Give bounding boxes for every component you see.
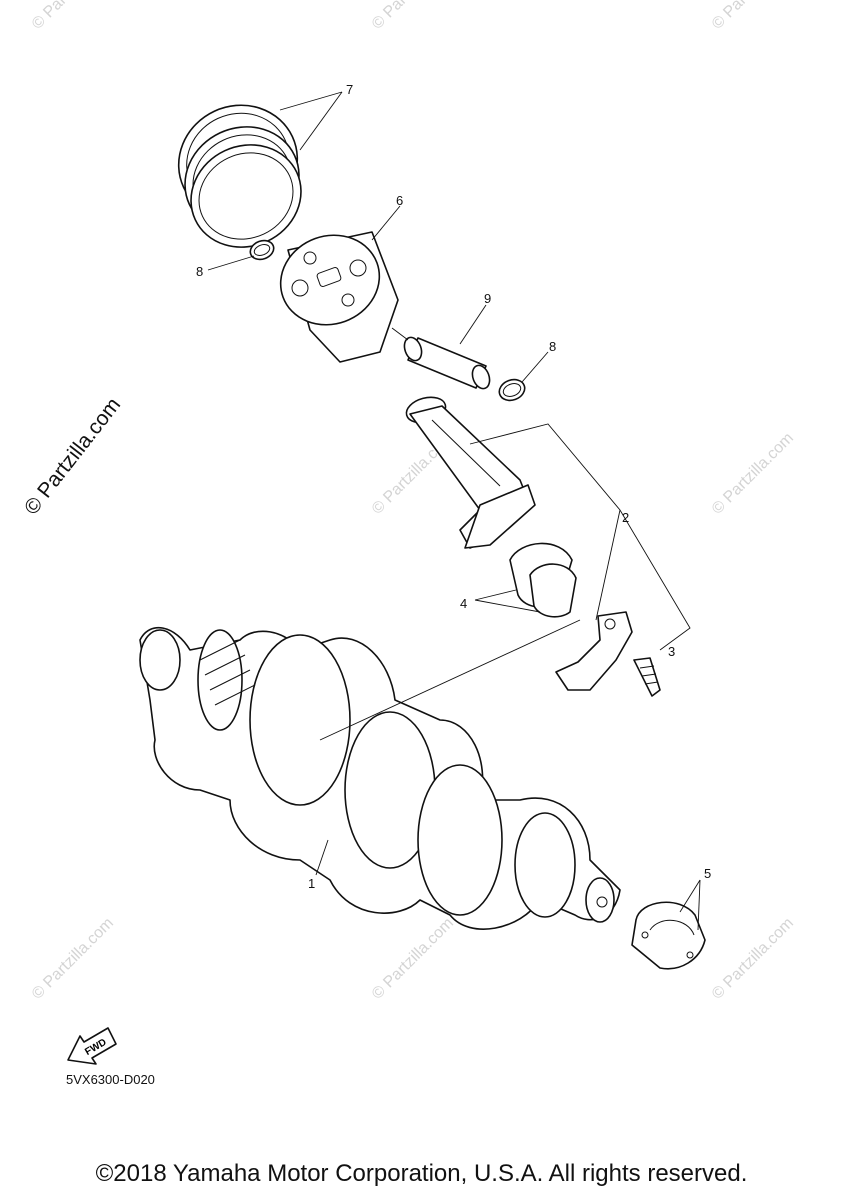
crankshaft[interactable] [139, 626, 621, 930]
circlip-right[interactable] [496, 376, 527, 404]
circlip-left[interactable] [248, 237, 277, 262]
callouts: 7 6 8 9 8 2 4 3 1 5 [196, 82, 711, 891]
callout-8-left: 8 [196, 264, 203, 279]
rod-bearing[interactable] [509, 542, 577, 618]
connecting-rod[interactable] [404, 393, 536, 549]
fwd-arrow-icon: FWD [67, 1027, 117, 1065]
piston-rings[interactable] [160, 86, 318, 265]
callout-3: 3 [668, 644, 675, 659]
main-bearing[interactable] [631, 901, 706, 970]
watermark: © Partzilla.com [709, 915, 797, 1003]
watermark: © Partzilla.com [29, 0, 117, 33]
callout-1: 1 [308, 876, 315, 891]
piston-pin[interactable] [391, 327, 493, 391]
callout-9: 9 [484, 291, 491, 306]
rod-bolt[interactable] [633, 657, 661, 697]
copyright-notice: ©2018 Yamaha Motor Corporation, U.S.A. A… [95, 1160, 748, 1187]
callout-2: 2 [622, 510, 629, 525]
diagram-code: 5VX6300-D020 [66, 1072, 155, 1087]
callout-6: 6 [396, 193, 403, 208]
leader-lines [207, 91, 701, 931]
callout-8-right: 8 [549, 339, 556, 354]
callout-4: 4 [460, 596, 467, 611]
watermark: © Partzilla.com [29, 915, 117, 1003]
callout-5: 5 [704, 866, 711, 881]
rod-cap[interactable] [555, 611, 633, 691]
callout-7: 7 [346, 82, 353, 97]
watermark: © Partzilla.com [709, 430, 797, 518]
piston[interactable] [268, 222, 399, 363]
watermark: © Partzilla.com [369, 0, 457, 33]
watermark: © Partzilla.com [369, 915, 457, 1003]
watermark: © Partzilla.com [709, 0, 797, 33]
